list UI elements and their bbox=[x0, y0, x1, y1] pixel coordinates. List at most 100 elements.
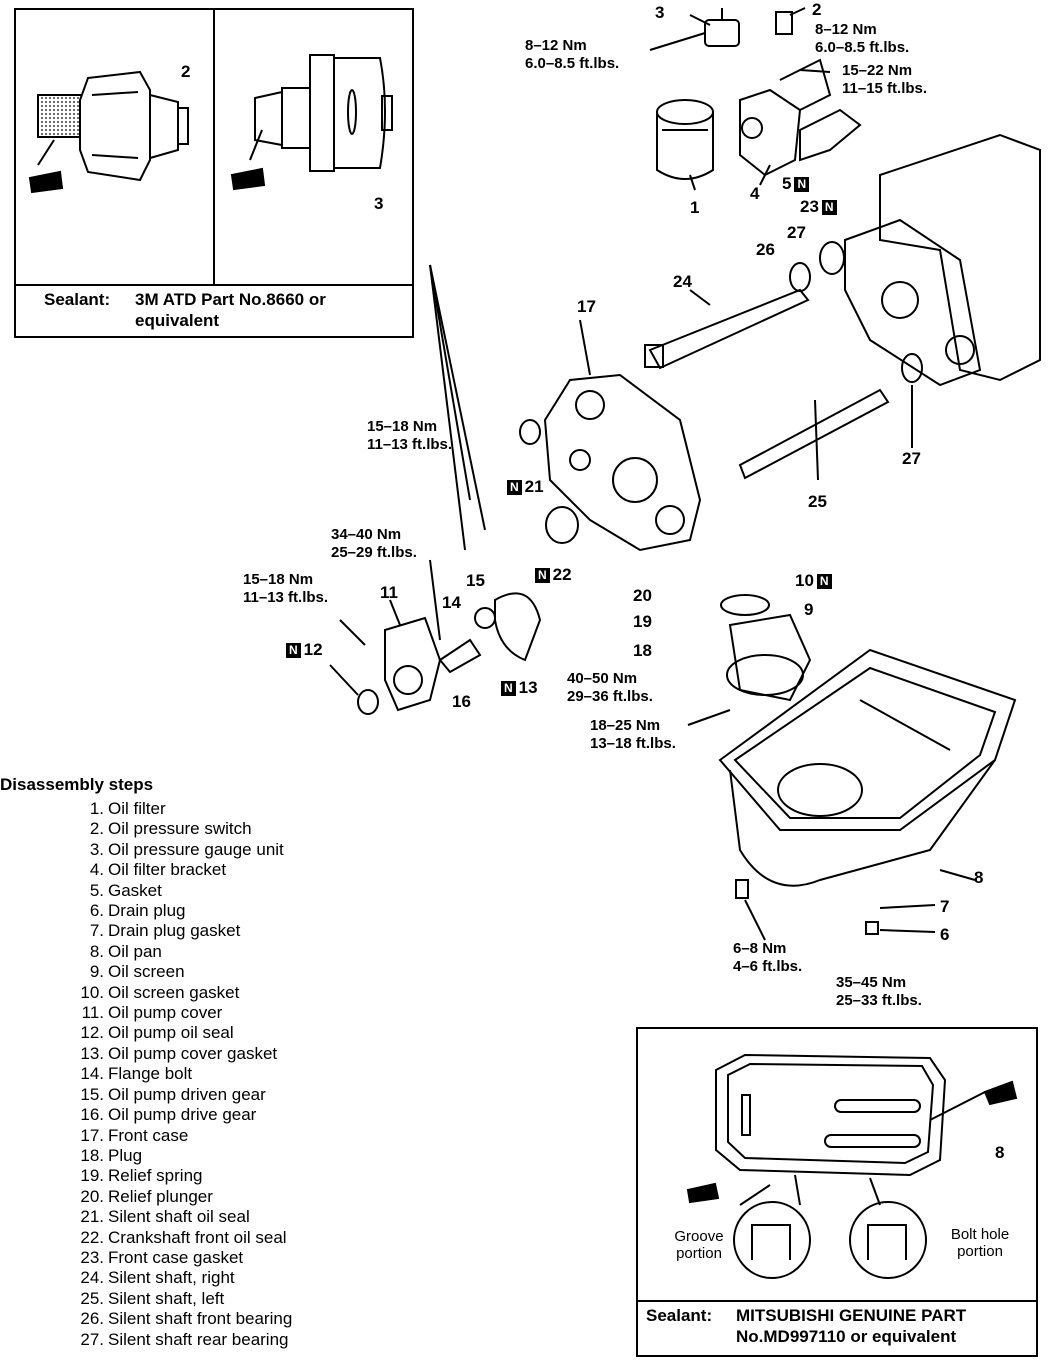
step-number: 4. bbox=[89, 860, 104, 880]
step-number: 11. bbox=[81, 1003, 104, 1023]
step-number: 20. bbox=[80, 1186, 104, 1206]
step-item: 2.Oil pressure switch bbox=[0, 819, 292, 839]
callout-7: 7 bbox=[940, 897, 950, 916]
step-item: 26.Silent shaft front bearing bbox=[0, 1309, 292, 1329]
sealant-text-top-2: equivalent bbox=[135, 311, 220, 330]
step-item: 9.Oil screen bbox=[0, 962, 292, 982]
callout-6: 6 bbox=[940, 925, 950, 944]
silent-shaft-left-drawing bbox=[738, 353, 923, 480]
step-text: Oil pump cover gasket bbox=[108, 1043, 278, 1063]
step-text: Gasket bbox=[108, 880, 162, 900]
step-item: 12.Oil pump oil seal bbox=[0, 1023, 292, 1043]
step-text: Oil pressure gauge unit bbox=[108, 839, 284, 859]
step-text: Silent shaft front bearing bbox=[108, 1309, 293, 1329]
callout-24: 24 bbox=[673, 272, 692, 291]
step-text: Silent shaft, left bbox=[108, 1288, 225, 1308]
step-item: 23.Front case gasket bbox=[0, 1248, 292, 1268]
callout-14: 14 bbox=[442, 593, 461, 612]
step-number: 15. bbox=[80, 1084, 104, 1104]
inset-divider bbox=[636, 1300, 1038, 1302]
step-text: Relief spring bbox=[108, 1166, 203, 1186]
step-item: 4.Oil filter bracket bbox=[0, 860, 292, 880]
step-number: 3. bbox=[89, 839, 104, 859]
step-text: Oil pan bbox=[108, 941, 162, 961]
step-text: Oil filter bbox=[108, 799, 166, 818]
step-text: Crankshaft front oil seal bbox=[108, 1227, 287, 1247]
step-item: 19.Relief spring bbox=[0, 1166, 292, 1186]
oil-pan-drawing bbox=[718, 648, 1017, 887]
step-number: 21. bbox=[80, 1207, 104, 1227]
step-text: Plug bbox=[108, 1145, 143, 1165]
new-part-marker: N bbox=[535, 568, 550, 584]
callout-17: 17 bbox=[577, 297, 596, 316]
sealant-inset-bottom bbox=[636, 1027, 1038, 1357]
step-text: Silent shaft, right bbox=[108, 1268, 235, 1288]
step-number: 14. bbox=[80, 1064, 104, 1084]
step-number: 23. bbox=[80, 1247, 104, 1267]
inset-label-2: 2 bbox=[181, 62, 191, 81]
step-item: 10.Oil screen gasket bbox=[0, 983, 292, 1003]
callout-19: 19 bbox=[633, 612, 652, 631]
step-number: 13. bbox=[80, 1043, 104, 1063]
step-text: Oil pump cover bbox=[108, 1003, 223, 1023]
step-number: 25. bbox=[80, 1288, 104, 1308]
step-text: Drain plug gasket bbox=[108, 921, 241, 941]
inset-label-8: 8 bbox=[995, 1143, 1005, 1162]
new-part-marker: N bbox=[507, 480, 522, 496]
callout-27b: 27 bbox=[902, 449, 921, 468]
step-item: 16.Oil pump drive gear bbox=[0, 1105, 292, 1125]
new-part-marker: N bbox=[501, 681, 516, 697]
step-number: 1. bbox=[89, 799, 104, 818]
step-text: Flange bolt bbox=[108, 1064, 193, 1084]
step-text: Oil screen gasket bbox=[108, 982, 240, 1002]
step-item: 15.Oil pump driven gear bbox=[0, 1085, 292, 1105]
step-number: 27. bbox=[80, 1329, 104, 1349]
step-number: 2. bbox=[89, 819, 104, 839]
step-text: Silent shaft oil seal bbox=[108, 1207, 250, 1227]
oil-filter-drawing bbox=[656, 99, 714, 180]
step-text: Front case bbox=[108, 1125, 189, 1145]
step-number: 22. bbox=[80, 1227, 104, 1247]
inset-divider bbox=[14, 284, 414, 286]
oil-pressure-switch-inset-drawing bbox=[28, 70, 189, 194]
step-number: 24. bbox=[80, 1268, 104, 1288]
steps-title: Disassembly steps bbox=[0, 775, 154, 794]
callout-27a: 27 bbox=[787, 223, 806, 242]
step-number: 5. bbox=[89, 880, 104, 900]
callout-9: 9 bbox=[804, 600, 814, 619]
sealant-label-top: Sealant: bbox=[44, 290, 111, 309]
inset-divider bbox=[213, 8, 215, 286]
step-item: 25.Silent shaft, left bbox=[0, 1289, 292, 1309]
oil-pump-drawing bbox=[357, 592, 542, 715]
groove-portion-label: Groove portion bbox=[674, 1228, 724, 1262]
step-number: 10. bbox=[80, 982, 104, 1002]
front-case-drawing bbox=[519, 373, 702, 552]
step-text: Oil pump oil seal bbox=[108, 1023, 234, 1043]
new-part-marker: N bbox=[816, 574, 832, 590]
callout-25: 25 bbox=[808, 492, 827, 511]
step-number: 17. bbox=[80, 1125, 104, 1145]
step-item: 18.Plug bbox=[0, 1146, 292, 1166]
step-item: 13.Oil pump cover gasket bbox=[0, 1044, 292, 1064]
callout-8: 8 bbox=[974, 868, 984, 887]
step-item: 17.Front case bbox=[0, 1126, 292, 1146]
step-item: 3.Oil pressure gauge unit bbox=[0, 840, 292, 860]
step-text: Drain plug bbox=[108, 901, 186, 921]
step-number: 8. bbox=[89, 941, 104, 961]
